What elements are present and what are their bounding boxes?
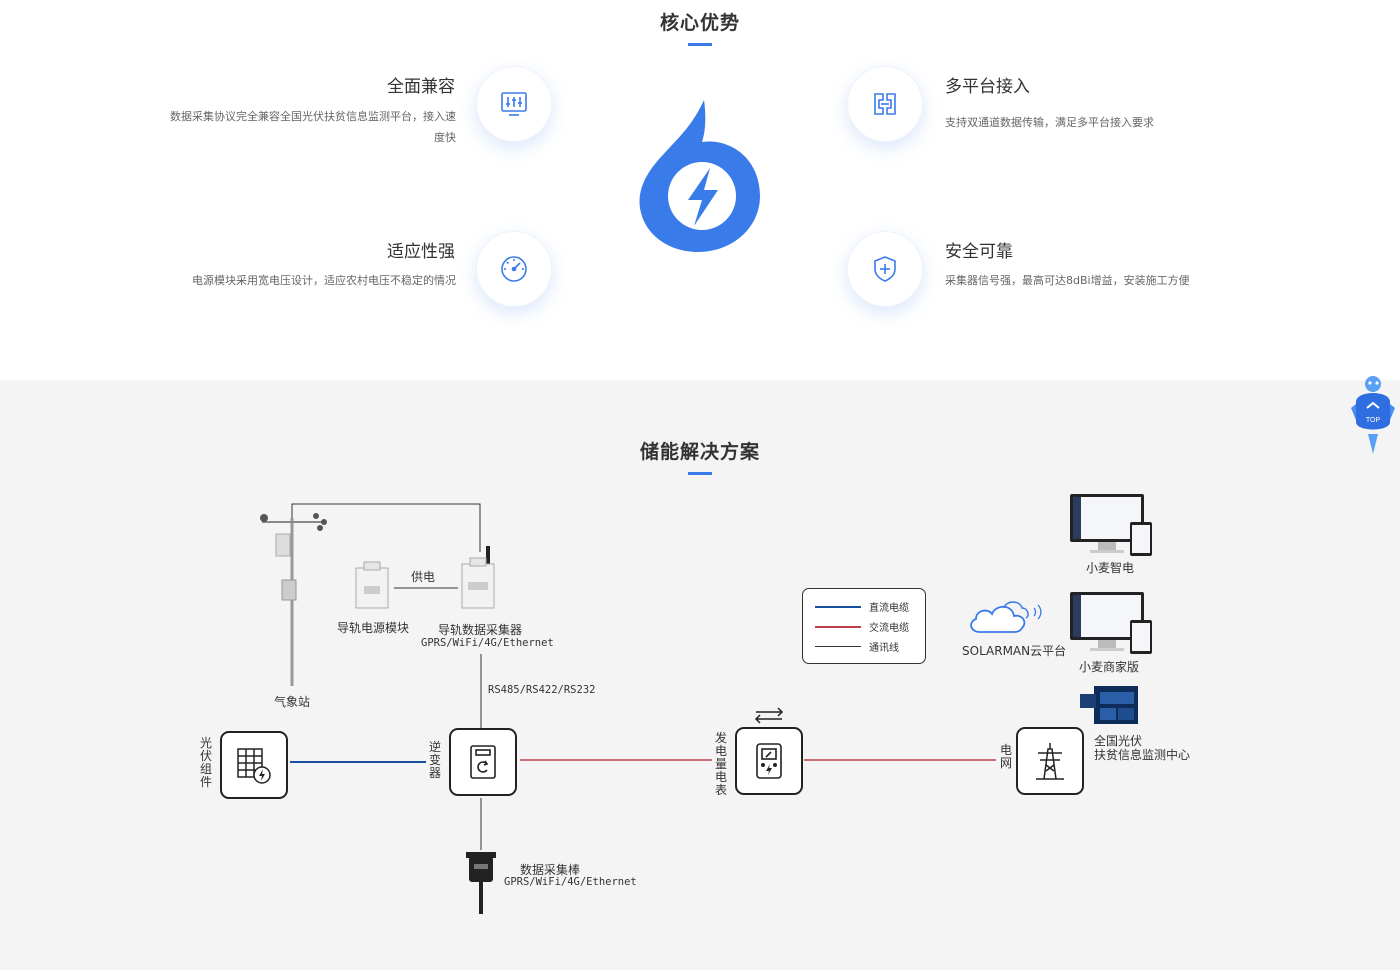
label-cloud: SOLARMAN云平台 bbox=[962, 644, 1067, 658]
label-meter: 发电量电表 bbox=[714, 731, 727, 797]
power-grid-icon bbox=[1016, 727, 1084, 795]
gauge-icon bbox=[476, 231, 552, 307]
legend-comm-swatch bbox=[815, 646, 861, 647]
legend-ac-label: 交流电缆 bbox=[869, 623, 909, 634]
label-monitor-center-1: 全国光伏 bbox=[1094, 734, 1143, 748]
rail-data-collector-icon bbox=[461, 546, 495, 609]
section-title: 储能解决方案 bbox=[639, 441, 760, 463]
feature-desc-safe: 采集器信号强，最高可达8dBi增益，安装施工方便 bbox=[945, 274, 1190, 287]
title-underline bbox=[688, 472, 712, 475]
feature-desc-compat: 数据采集协议完全兼容全国光伏扶贫信息监测平台，接入速度快 bbox=[170, 110, 456, 144]
label-collector-protocol: GPRS/WiFi/4G/Ethernet bbox=[421, 637, 554, 649]
label-monitor-center-2: 扶贫信息监测中心 bbox=[1094, 748, 1191, 762]
sliders-monitor-icon bbox=[476, 66, 552, 142]
legend-dc-label: 直流电缆 bbox=[869, 603, 909, 614]
energy-meter-icon bbox=[735, 727, 803, 795]
inverter-icon bbox=[449, 728, 517, 796]
label-power-module: 导轨电源模块 bbox=[337, 621, 410, 635]
shield-plus-icon bbox=[847, 231, 923, 307]
label-grid: 电网 bbox=[999, 743, 1012, 770]
storage-solution-section: 储能解决方案 气象站 导轨电源模块 供电 bbox=[0, 380, 1400, 970]
feature-desc-platform: 支持双通道数据传输，满足多平台接入要求 bbox=[945, 116, 1154, 129]
feature-desc-adapt: 电源模块采用宽电压设计，适应农村电压不稳定的情况 bbox=[192, 274, 456, 287]
label-app-smart: 小麦智电 bbox=[1086, 561, 1135, 575]
system-diagram-lines bbox=[290, 503, 996, 850]
label-app-business: 小麦商家版 bbox=[1079, 660, 1140, 674]
feature-title-safe: 安全可靠 bbox=[945, 242, 1013, 262]
multi-platform-icon bbox=[847, 66, 923, 142]
top-label: TOP bbox=[1366, 417, 1381, 424]
legend-comm: 通讯线 bbox=[815, 639, 899, 654]
rail-power-module-icon bbox=[355, 561, 389, 609]
feature-title-compat: 全面兼容 bbox=[387, 77, 455, 97]
legend-ac-swatch bbox=[815, 625, 861, 628]
computer-dashboard-icon bbox=[1070, 494, 1152, 556]
legend-ac: 交流电缆 bbox=[815, 619, 909, 634]
legend-dc: 直流电缆 bbox=[815, 599, 909, 614]
cloud-icon bbox=[970, 601, 1042, 633]
label-inverter: 逆变器 bbox=[428, 740, 441, 780]
section-title: 核心优势 bbox=[659, 12, 740, 34]
weather-station-icon bbox=[260, 513, 327, 686]
cable-legend: 直流电缆 交流电缆 通讯线 bbox=[802, 588, 926, 664]
label-pv-module: 光伏组件 bbox=[199, 736, 212, 789]
feature-title-platform: 多平台接入 bbox=[945, 77, 1030, 97]
label-data-stick: 数据采集棒 bbox=[520, 863, 581, 877]
legend-comm-label: 通讯线 bbox=[869, 643, 899, 654]
back-to-top-button[interactable]: TOP bbox=[1350, 374, 1396, 456]
drop-lightning-logo bbox=[639, 100, 760, 252]
label-rs-protocol: RS485/RS422/RS232 bbox=[488, 684, 596, 696]
label-stick-protocol: GPRS/WiFi/4G/Ethernet bbox=[504, 876, 637, 888]
computer-business-icon bbox=[1070, 592, 1152, 654]
title-underline bbox=[688, 43, 712, 46]
data-stick-icon bbox=[466, 852, 496, 914]
core-advantages-section: 核心优势 全面兼容 数据采集协议完全兼容全国光伏扶贫信息监测平台，接入速度快 多… bbox=[0, 0, 1400, 380]
pv-module-icon bbox=[220, 731, 288, 799]
legend-dc-swatch bbox=[815, 605, 861, 608]
monitor-center-screen-icon bbox=[1080, 686, 1138, 724]
feature-title-adapt: 适应性强 bbox=[387, 242, 455, 262]
label-weather-station: 气象站 bbox=[274, 695, 311, 709]
label-power-supply: 供电 bbox=[411, 570, 436, 584]
label-collector: 导轨数据采集器 bbox=[438, 623, 523, 637]
